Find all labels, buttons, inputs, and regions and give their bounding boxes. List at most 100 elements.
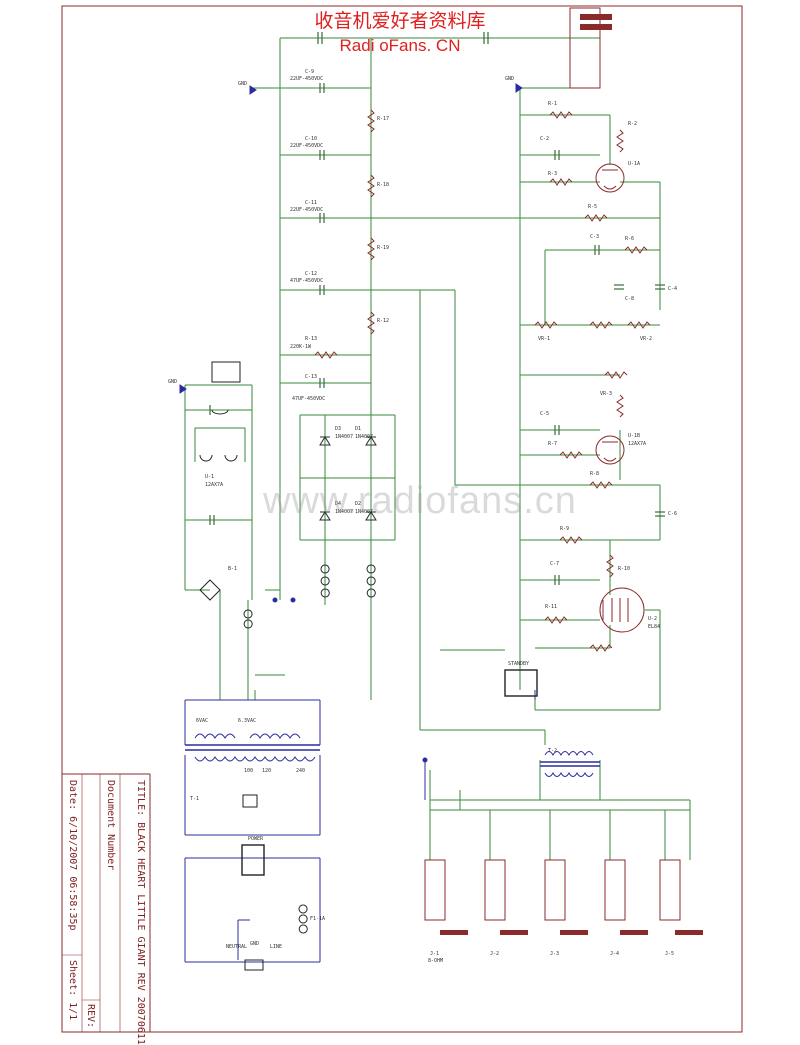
label-mains-fuse: F1-1A	[310, 916, 325, 922]
label-j2: J-2	[490, 951, 499, 957]
label-standby: STANDBY	[508, 661, 529, 667]
bridge-rectifier	[199, 579, 221, 601]
label-d3-val: 1N4007	[335, 434, 353, 440]
jack-2	[484, 859, 528, 935]
label-j4: J-4	[610, 951, 619, 957]
input-jack-bar-2	[580, 24, 612, 30]
input-jack	[569, 7, 601, 89]
label-gnd-top-right: GND	[505, 76, 514, 82]
watermark-english: Radi oFans. CN	[339, 36, 461, 55]
label-d4-val: 1N4007	[335, 509, 353, 515]
label-v100: 100	[244, 768, 253, 774]
sheet-label: Sheet: 1/1	[67, 960, 78, 1021]
label-r8: R-8	[590, 471, 599, 477]
label-r12: R-12	[377, 318, 389, 324]
label-c11: C-11	[305, 200, 317, 206]
label-c9: C-9	[305, 69, 314, 75]
label-r13-val: 220K-1W	[290, 344, 312, 350]
component-labels: C-9 22UF-450VDC C-10 22UF-450VDC C-11 22…	[168, 69, 677, 964]
tube-u2	[599, 587, 645, 633]
label-r18: R-18	[377, 182, 389, 188]
label-r19: R-19	[377, 245, 389, 251]
document-number-label: Document Number	[105, 780, 116, 871]
tube-u1a	[595, 163, 625, 193]
label-bridge: B-1	[228, 566, 237, 572]
label-gnd-top-left: GND	[238, 81, 247, 87]
label-vr1: VR-1	[538, 336, 550, 342]
label-r1: R-1	[548, 101, 557, 107]
jack-3	[544, 859, 588, 935]
label-r2: R-2	[628, 121, 637, 127]
label-c12: C-12	[305, 271, 317, 277]
input-jack-bar-1	[580, 14, 612, 20]
label-r5: R-5	[588, 204, 597, 210]
label-c12-val: 47UF-450VDC	[290, 278, 323, 284]
label-j5: J-5	[665, 951, 674, 957]
label-6-3vac: 6.3VAC	[238, 718, 256, 724]
label-vr3: VR-3	[600, 391, 612, 397]
label-gnd-bottom: GND	[250, 941, 259, 947]
label-line: LINE	[270, 944, 282, 950]
label-r10: R-10	[618, 566, 630, 572]
power-switch	[241, 844, 265, 876]
capacitors	[209, 32, 665, 585]
label-c13: C-13	[305, 374, 317, 380]
label-c7: C-7	[550, 561, 559, 567]
label-r7: R-7	[548, 441, 557, 447]
jack-5	[659, 859, 703, 935]
label-c6: C-6	[668, 511, 677, 517]
label-c2: C-2	[540, 136, 549, 142]
watermark-chinese: 收音机爱好者资料库	[314, 10, 486, 32]
label-d2-val: 1N4007	[355, 509, 373, 515]
label-c3: C-3	[590, 234, 599, 240]
primary-wiring	[184, 690, 536, 963]
label-r11: R-11	[545, 604, 557, 610]
output-jacks	[424, 7, 703, 935]
label-c9-val: 22UF-450VDC	[290, 76, 323, 82]
label-v240: 240	[296, 768, 305, 774]
label-c11-val: 22UF-450VDC	[290, 207, 323, 213]
tubes	[595, 163, 645, 633]
label-u1b-val: 12AX7A	[628, 441, 646, 447]
label-6vac: 6VAC	[196, 718, 208, 724]
standby-switch	[504, 669, 538, 697]
power-transformer	[185, 733, 320, 762]
label-j1: J-1	[430, 951, 439, 957]
sheet-border	[61, 5, 743, 1033]
label-vr2: VR-2	[640, 336, 652, 342]
label-c13-val: 47UF-450VDC	[292, 396, 325, 402]
label-j3: J-3	[550, 951, 559, 957]
label-u1-val: 12AX7A	[205, 482, 223, 488]
label-jack-name: 8-OHM	[428, 958, 443, 964]
label-r17: R-17	[377, 116, 389, 122]
label-power-sw: POWER	[248, 836, 264, 842]
label-v120: 120	[262, 768, 271, 774]
label-r9: R-9	[560, 526, 569, 532]
label-d3: D3	[335, 426, 341, 432]
date-label: Date: 6/10/2007 06:58:35p	[67, 780, 78, 931]
ground-symbols	[179, 83, 523, 763]
voltage-selector	[242, 794, 258, 808]
label-t1: T-1	[190, 796, 199, 802]
jack-1	[424, 859, 468, 935]
schematic-title: TITLE: BLACK HEART LITTLE GIANT REV 2007…	[135, 780, 146, 1045]
pilot-lamp	[211, 361, 241, 383]
label-t2: T-2	[548, 748, 557, 754]
label-d1: D1	[355, 426, 361, 432]
tube-u1b	[595, 435, 625, 465]
output-transformer	[540, 751, 600, 777]
label-u2-val: EL84	[648, 624, 660, 630]
label-r13: R-13	[305, 336, 317, 342]
label-u1b: U-1B	[628, 433, 640, 439]
label-c8: C-8	[625, 296, 634, 302]
label-u2: U-2	[648, 616, 657, 622]
label-gnd-mid-left: GND	[168, 379, 177, 385]
label-c10: C-10	[305, 136, 317, 142]
label-c5: C-5	[540, 411, 549, 417]
label-d2: D2	[355, 501, 361, 507]
components-boxes	[199, 361, 538, 971]
fuses	[199, 409, 376, 934]
label-neutral: NEUTRAL	[226, 944, 247, 950]
resistors	[314, 109, 651, 652]
rev-label: REV:	[85, 1004, 96, 1029]
